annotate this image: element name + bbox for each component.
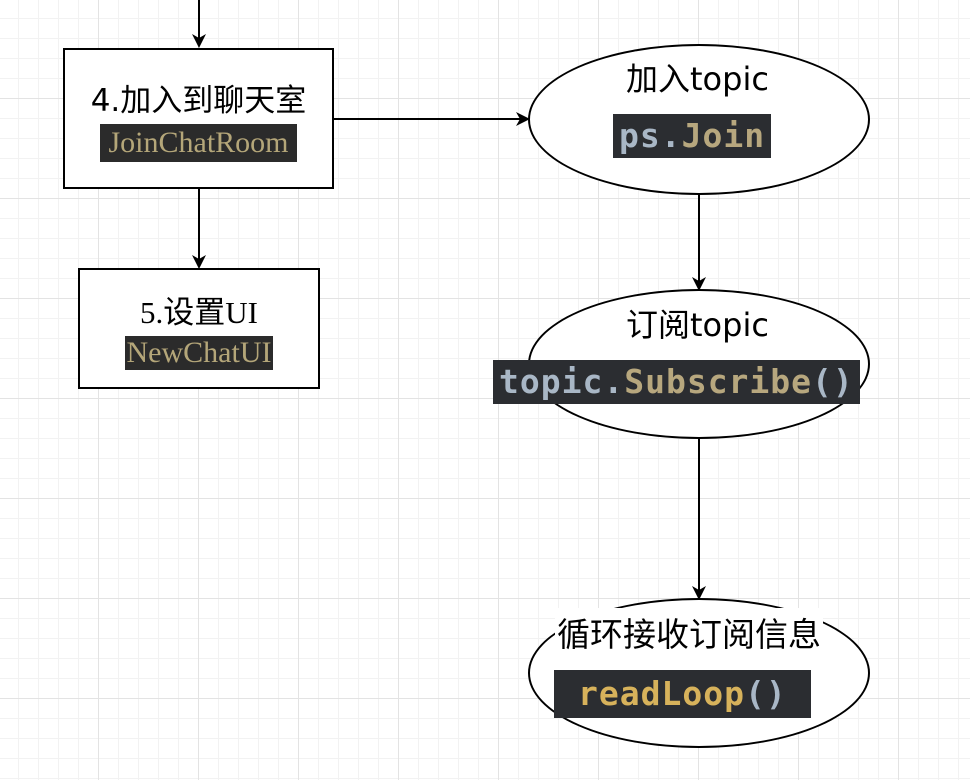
subscribe-code-object: topic. bbox=[499, 362, 625, 401]
subscribe-topic-title: 订阅topic bbox=[626, 306, 769, 344]
join-topic-code: ps.Join bbox=[613, 114, 772, 159]
join-topic-code-function: Join bbox=[681, 116, 766, 155]
join-room-node[interactable]: 4.加入到聊天室 JoinChatRoom bbox=[63, 48, 334, 189]
read-loop-code-parens: () bbox=[744, 674, 787, 713]
subscribe-topic-code: topic.Subscribe() bbox=[493, 360, 860, 405]
read-loop-title: 循环接收订阅信息 bbox=[555, 608, 823, 656]
subscribe-code-function: Subscribe bbox=[624, 362, 813, 401]
read-loop-code: readLoop() bbox=[554, 670, 811, 719]
read-loop-code-function: readLoop bbox=[578, 674, 745, 713]
setup-ui-title: 5.设置UI bbox=[140, 294, 258, 330]
join-topic-title: 加入topic bbox=[626, 60, 769, 98]
join-room-code: JoinChatRoom bbox=[100, 123, 297, 163]
join-room-title: 4.加入到聊天室 bbox=[90, 82, 307, 119]
join-topic-code-object: ps. bbox=[619, 116, 682, 155]
setup-ui-code: NewChatUI bbox=[124, 335, 274, 371]
subscribe-code-parens: () bbox=[812, 362, 854, 401]
setup-ui-node[interactable]: 5.设置UI NewChatUI bbox=[78, 268, 320, 389]
